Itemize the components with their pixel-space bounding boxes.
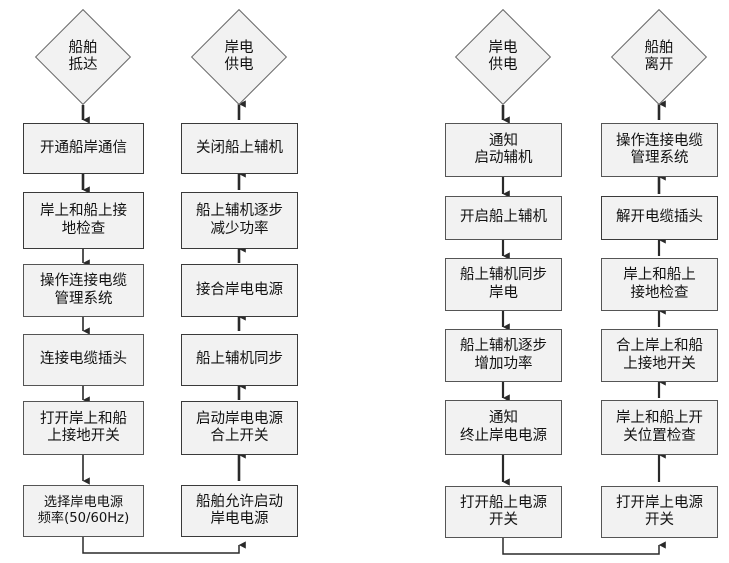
col4-step-5[interactable]: 岸上和船上开 关位置检查 xyxy=(601,400,718,455)
col3-step-1[interactable]: 通知 启动辅机 xyxy=(445,123,562,177)
col1-step-2[interactable]: 岸上和船上接 地检查 xyxy=(23,192,144,249)
col2-step-2[interactable]: 船上辅机逐步 减少功率 xyxy=(181,192,298,249)
col1-step-4[interactable]: 连接电缆插头 xyxy=(23,334,144,386)
col2-step-3[interactable]: 接合岸电电源 xyxy=(181,264,298,317)
col3-step-4[interactable]: 船上辅机逐步 增加功率 xyxy=(445,329,562,382)
col3-step-5[interactable]: 通知 终止岸电电源 xyxy=(445,400,562,455)
col3-step-3[interactable]: 船上辅机同步 岸电 xyxy=(445,258,562,311)
col1-step-5[interactable]: 打开岸上和船 上接地开关 xyxy=(23,401,144,455)
col3-step-2[interactable]: 开启船上辅机 xyxy=(445,196,562,240)
col3-step-6[interactable]: 打开船上电源 开关 xyxy=(445,486,562,538)
col1-step-1[interactable]: 开通船岸通信 xyxy=(23,123,144,174)
col4-step-6[interactable]: 打开岸上电源 开关 xyxy=(601,486,718,538)
col4-step-4[interactable]: 合上岸上和船 上接地开关 xyxy=(601,329,718,382)
col2-step-1[interactable]: 关闭船上辅机 xyxy=(181,123,298,174)
col2-step-6[interactable]: 船舶允许启动 岸电电源 xyxy=(181,485,298,537)
col1-step-6[interactable]: 选择岸电电源 频率(50/60Hz) xyxy=(23,485,144,537)
col1-step-3[interactable]: 操作连接电缆 管理系统 xyxy=(23,264,144,317)
col4-step-2[interactable]: 解开电缆插头 xyxy=(601,196,718,240)
col2-step-5[interactable]: 启动岸电电源 合上开关 xyxy=(181,401,298,455)
col4-step-1[interactable]: 操作连接电缆 管理系统 xyxy=(601,123,718,177)
col2-step-4[interactable]: 船上辅机同步 xyxy=(181,334,298,386)
col4-step-3[interactable]: 岸上和船上 接地检查 xyxy=(601,258,718,311)
